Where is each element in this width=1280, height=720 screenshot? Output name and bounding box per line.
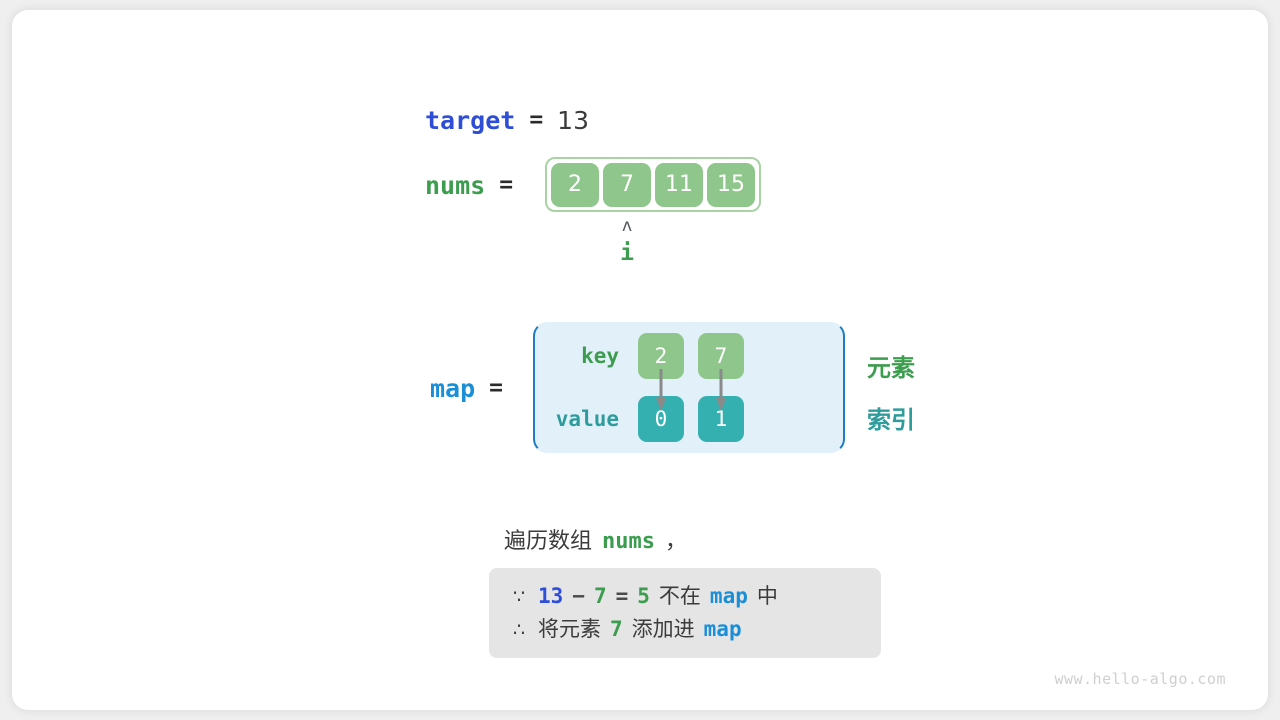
target-declaration: target = 13 <box>425 103 589 137</box>
array-cell: 11 <box>655 162 703 207</box>
explanation-box: ∵ 13 − 7 = 5 不在 map 中 ∴ 将元素 7 添加进 map <box>489 568 881 658</box>
target-variable-label: target <box>425 105 516 135</box>
watermark: www.hello-algo.com <box>1054 670 1226 688</box>
array-cell: 7 <box>603 162 651 207</box>
key-to-value-arrow-icon <box>656 369 666 411</box>
caption-suffix: ， <box>665 529 688 554</box>
map-container: key 2 7 value 0 1 <box>533 322 845 453</box>
note-add-into-text: 添加进 <box>631 617 695 641</box>
nums-declaration: nums = <box>425 168 513 202</box>
note-target-value: 13 <box>538 584 564 608</box>
explanation-line-therefore: ∴ 将元素 7 添加进 map <box>513 613 857 646</box>
map-equals-sign: = <box>489 375 504 401</box>
map-value-cell-wrap: 1 <box>691 396 751 443</box>
note-add-element-text: 将元素 <box>538 617 601 641</box>
annotation-index: 索引 <box>867 406 915 434</box>
caption-code-nums: nums <box>602 529 655 554</box>
therefore-symbol-icon: ∴ <box>513 619 526 641</box>
target-value: 13 <box>557 105 589 135</box>
note-map-word: map <box>709 584 748 608</box>
nums-equals-sign: = <box>499 172 514 198</box>
annotation-element: 元素 <box>867 354 915 382</box>
note-current-number: 7 <box>593 584 607 608</box>
target-equals-sign: = <box>529 107 544 133</box>
map-declaration: map = <box>430 372 503 404</box>
note-not-in-text: 不在 <box>658 584 701 608</box>
note-in-text: 中 <box>756 584 778 608</box>
map-grid: key 2 7 value 0 1 <box>535 324 843 451</box>
diagram-card: target = 13 nums = 2 7 11 15 ʌ i map = k… <box>12 10 1268 710</box>
map-value-cell: 1 <box>698 396 744 443</box>
caption-prefix: 遍历数组 <box>504 529 593 554</box>
note-minus-sign: − <box>572 584 585 608</box>
key-to-value-arrow-icon <box>716 369 726 411</box>
note-equals-sign: = <box>615 584 629 608</box>
map-key-row-label: key <box>581 343 619 368</box>
map-value-row-label: value <box>555 407 619 432</box>
map-variable-label: map <box>430 373 476 403</box>
array-cell: 15 <box>707 162 755 207</box>
nums-array-container: 2 7 11 15 <box>545 157 761 212</box>
note-complement: 5 <box>637 584 650 608</box>
map-value-cell: 0 <box>638 396 684 443</box>
nums-variable-label: nums <box>425 170 486 200</box>
because-symbol-icon: ∵ <box>513 586 526 608</box>
note-map-word: map <box>703 617 742 641</box>
map-value-cell-wrap: 0 <box>631 396 691 443</box>
note-added-element: 7 <box>610 617 623 641</box>
pointer-caret-icon: ʌ <box>621 216 633 236</box>
array-cell: 2 <box>551 162 599 207</box>
explanation-line-because: ∵ 13 − 7 = 5 不在 map 中 <box>513 580 857 613</box>
pointer-index-label: i <box>620 240 634 266</box>
caption-line: 遍历数组 nums ， <box>504 523 687 555</box>
